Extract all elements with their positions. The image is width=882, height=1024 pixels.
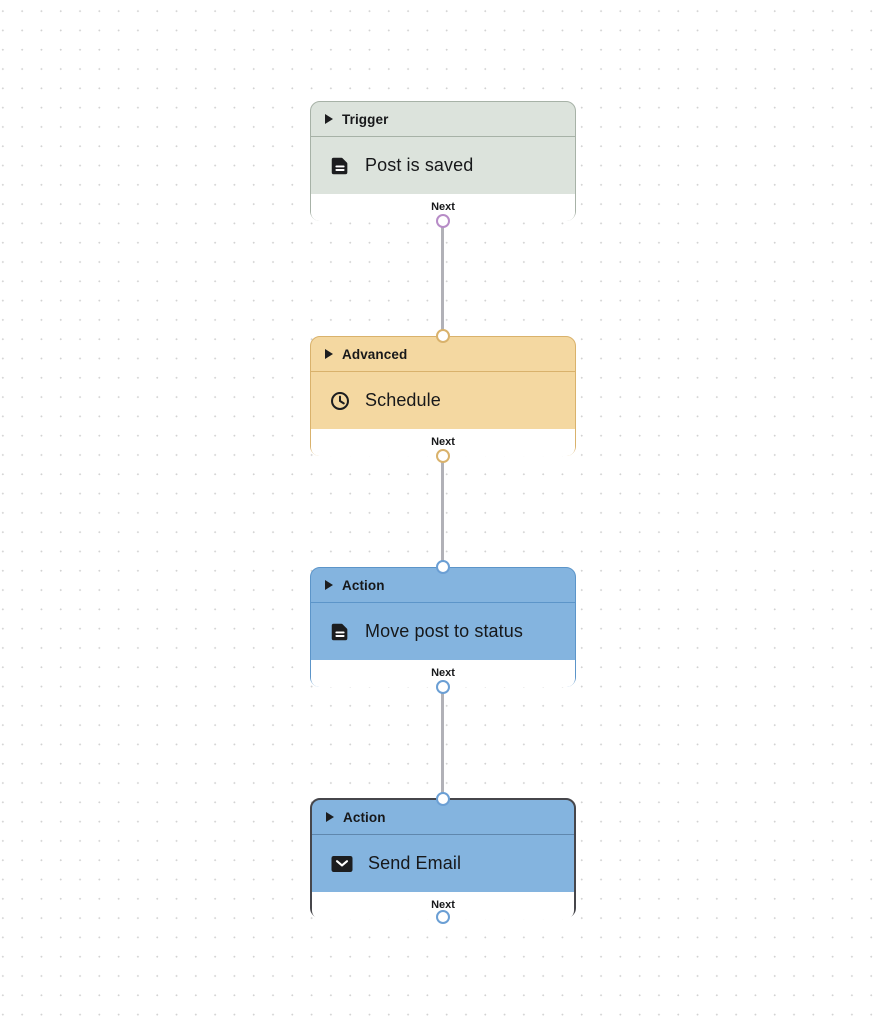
node-category-label: Trigger: [342, 111, 389, 127]
node-category-label: Action: [343, 809, 386, 825]
node-action-move-post-to-status[interactable]: Action Move post to status Next: [310, 560, 576, 694]
output-handle[interactable]: [436, 680, 450, 694]
node-title: Send Email: [368, 853, 462, 873]
node-category-label: Action: [342, 577, 385, 593]
next-output-label: Next: [431, 436, 455, 449]
node-trigger-post-is-saved[interactable]: Trigger Post is saved Next: [310, 101, 576, 228]
node-category-label: Advanced: [342, 346, 408, 362]
node-body: Post is saved: [311, 137, 575, 194]
node-body: Move post to status: [311, 603, 575, 660]
node-title: Move post to status: [365, 621, 523, 641]
node-header[interactable]: Advanced: [311, 337, 575, 372]
output-handle[interactable]: [436, 910, 450, 924]
edge-connector[interactable]: [441, 687, 444, 798]
next-output-label: Next: [431, 899, 455, 912]
node-header[interactable]: Action: [311, 568, 575, 603]
collapse-triangle-icon[interactable]: [325, 114, 333, 124]
document-icon: [329, 621, 351, 643]
node-body: Send Email: [312, 835, 574, 892]
input-handle[interactable]: [436, 560, 450, 574]
next-output-label: Next: [431, 667, 455, 680]
clock-icon: [329, 390, 351, 412]
node-header[interactable]: Action: [312, 800, 574, 835]
edge-connector[interactable]: [441, 221, 444, 336]
edge-connector[interactable]: [441, 456, 444, 567]
input-handle[interactable]: [436, 792, 450, 806]
node-title: Post is saved: [365, 155, 474, 175]
collapse-triangle-icon[interactable]: [325, 349, 333, 359]
node-advanced-schedule[interactable]: Advanced Schedule Next: [310, 329, 576, 463]
node-title: Schedule: [365, 390, 441, 410]
node-action-send-email[interactable]: Action Send Email Next: [310, 792, 576, 924]
node-body: Schedule: [311, 372, 575, 429]
output-handle[interactable]: [436, 449, 450, 463]
output-handle[interactable]: [436, 214, 450, 228]
collapse-triangle-icon[interactable]: [326, 812, 334, 822]
document-icon: [329, 155, 351, 177]
next-output-label: Next: [431, 201, 455, 214]
envelope-icon: [330, 853, 354, 875]
input-handle[interactable]: [436, 329, 450, 343]
node-header[interactable]: Trigger: [311, 102, 575, 137]
collapse-triangle-icon[interactable]: [325, 580, 333, 590]
